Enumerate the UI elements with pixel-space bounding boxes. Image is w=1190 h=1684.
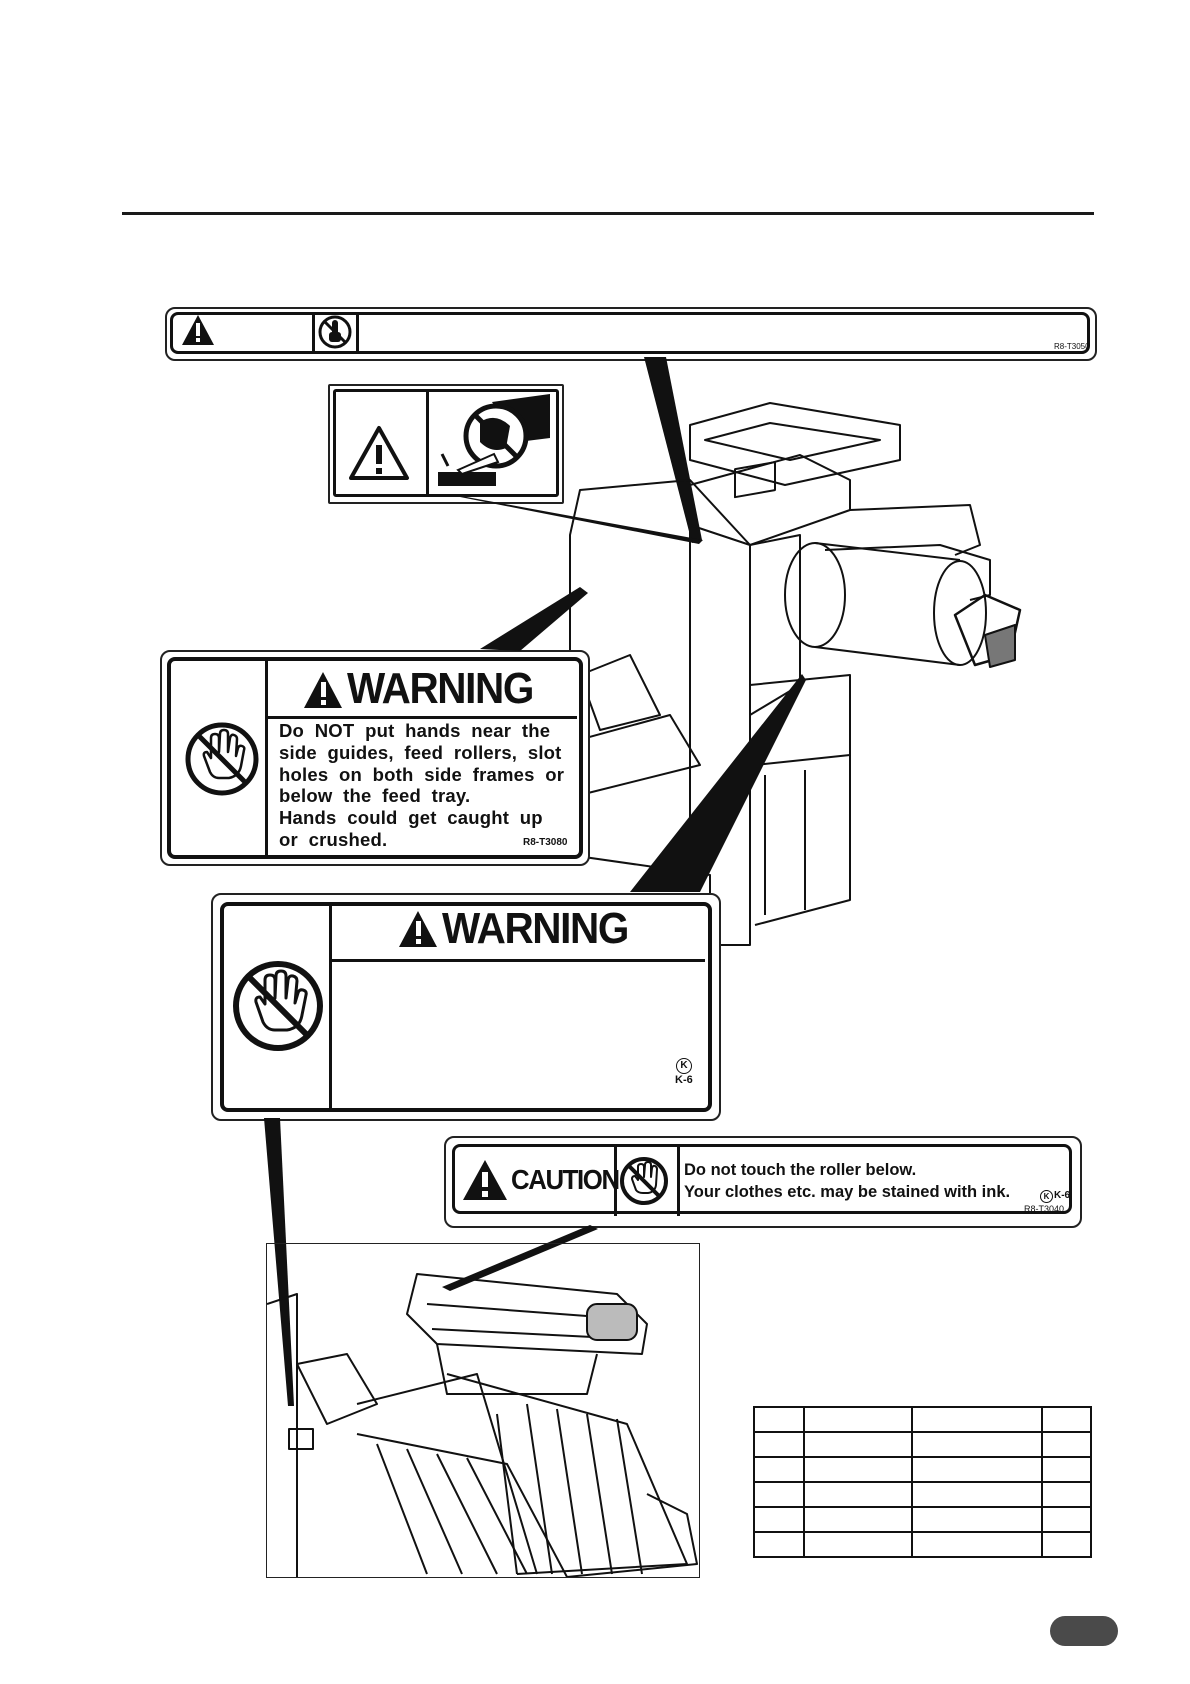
cut-label-pointer [455,496,703,544]
warning-label-side-guides [160,650,590,866]
k-mark-caution: K [1040,1190,1053,1203]
no-hand-icon [620,1157,668,1205]
warning-code-1: R8-T3080 [523,837,568,848]
warning-heading-2: WARNING [442,904,629,953]
warning-text-1: Do NOT put hands near the side guides, f… [279,720,565,850]
warning-label-2 [211,893,721,1121]
k-mark: K [676,1058,692,1074]
no-hand-icon [233,961,323,1051]
caution-heading: CAUTION [511,1164,620,1195]
caution-text: Do not touch the roller below. Your clot… [684,1161,1011,1201]
label2-down-pointer [264,1118,294,1406]
caution-code: R8-T3040 [1024,1204,1065,1214]
label1-pointer [480,587,588,651]
top-banner-code: R8-T3050 [1054,342,1090,351]
header-rule [122,212,1094,215]
warning-code-2: K-6 [675,1074,693,1086]
banner-pointer [644,357,702,543]
page-number-pill [1050,1616,1118,1646]
no-touch-icon [318,315,352,349]
caution-mark-code: K-6 [1054,1190,1071,1201]
warning-triangle-icon [182,315,214,345]
warning-triangle-icon [349,426,409,480]
warning-heading-1: WARNING [347,664,534,713]
roller-area-illustration [266,1243,700,1578]
warning-triangle-icon [399,911,437,947]
grid-table [753,1406,1092,1558]
warning-triangle-icon [463,1160,507,1200]
top-warning-banner [165,307,1097,361]
feed-tray-drawing [267,1273,698,1577]
no-hand-icon [185,722,259,796]
warning-triangle-icon [304,672,342,708]
cut-hazard-icon [438,394,550,486]
label2-pointer [630,674,806,892]
caution-pointer [442,1225,598,1291]
caution-label [444,1136,1082,1228]
